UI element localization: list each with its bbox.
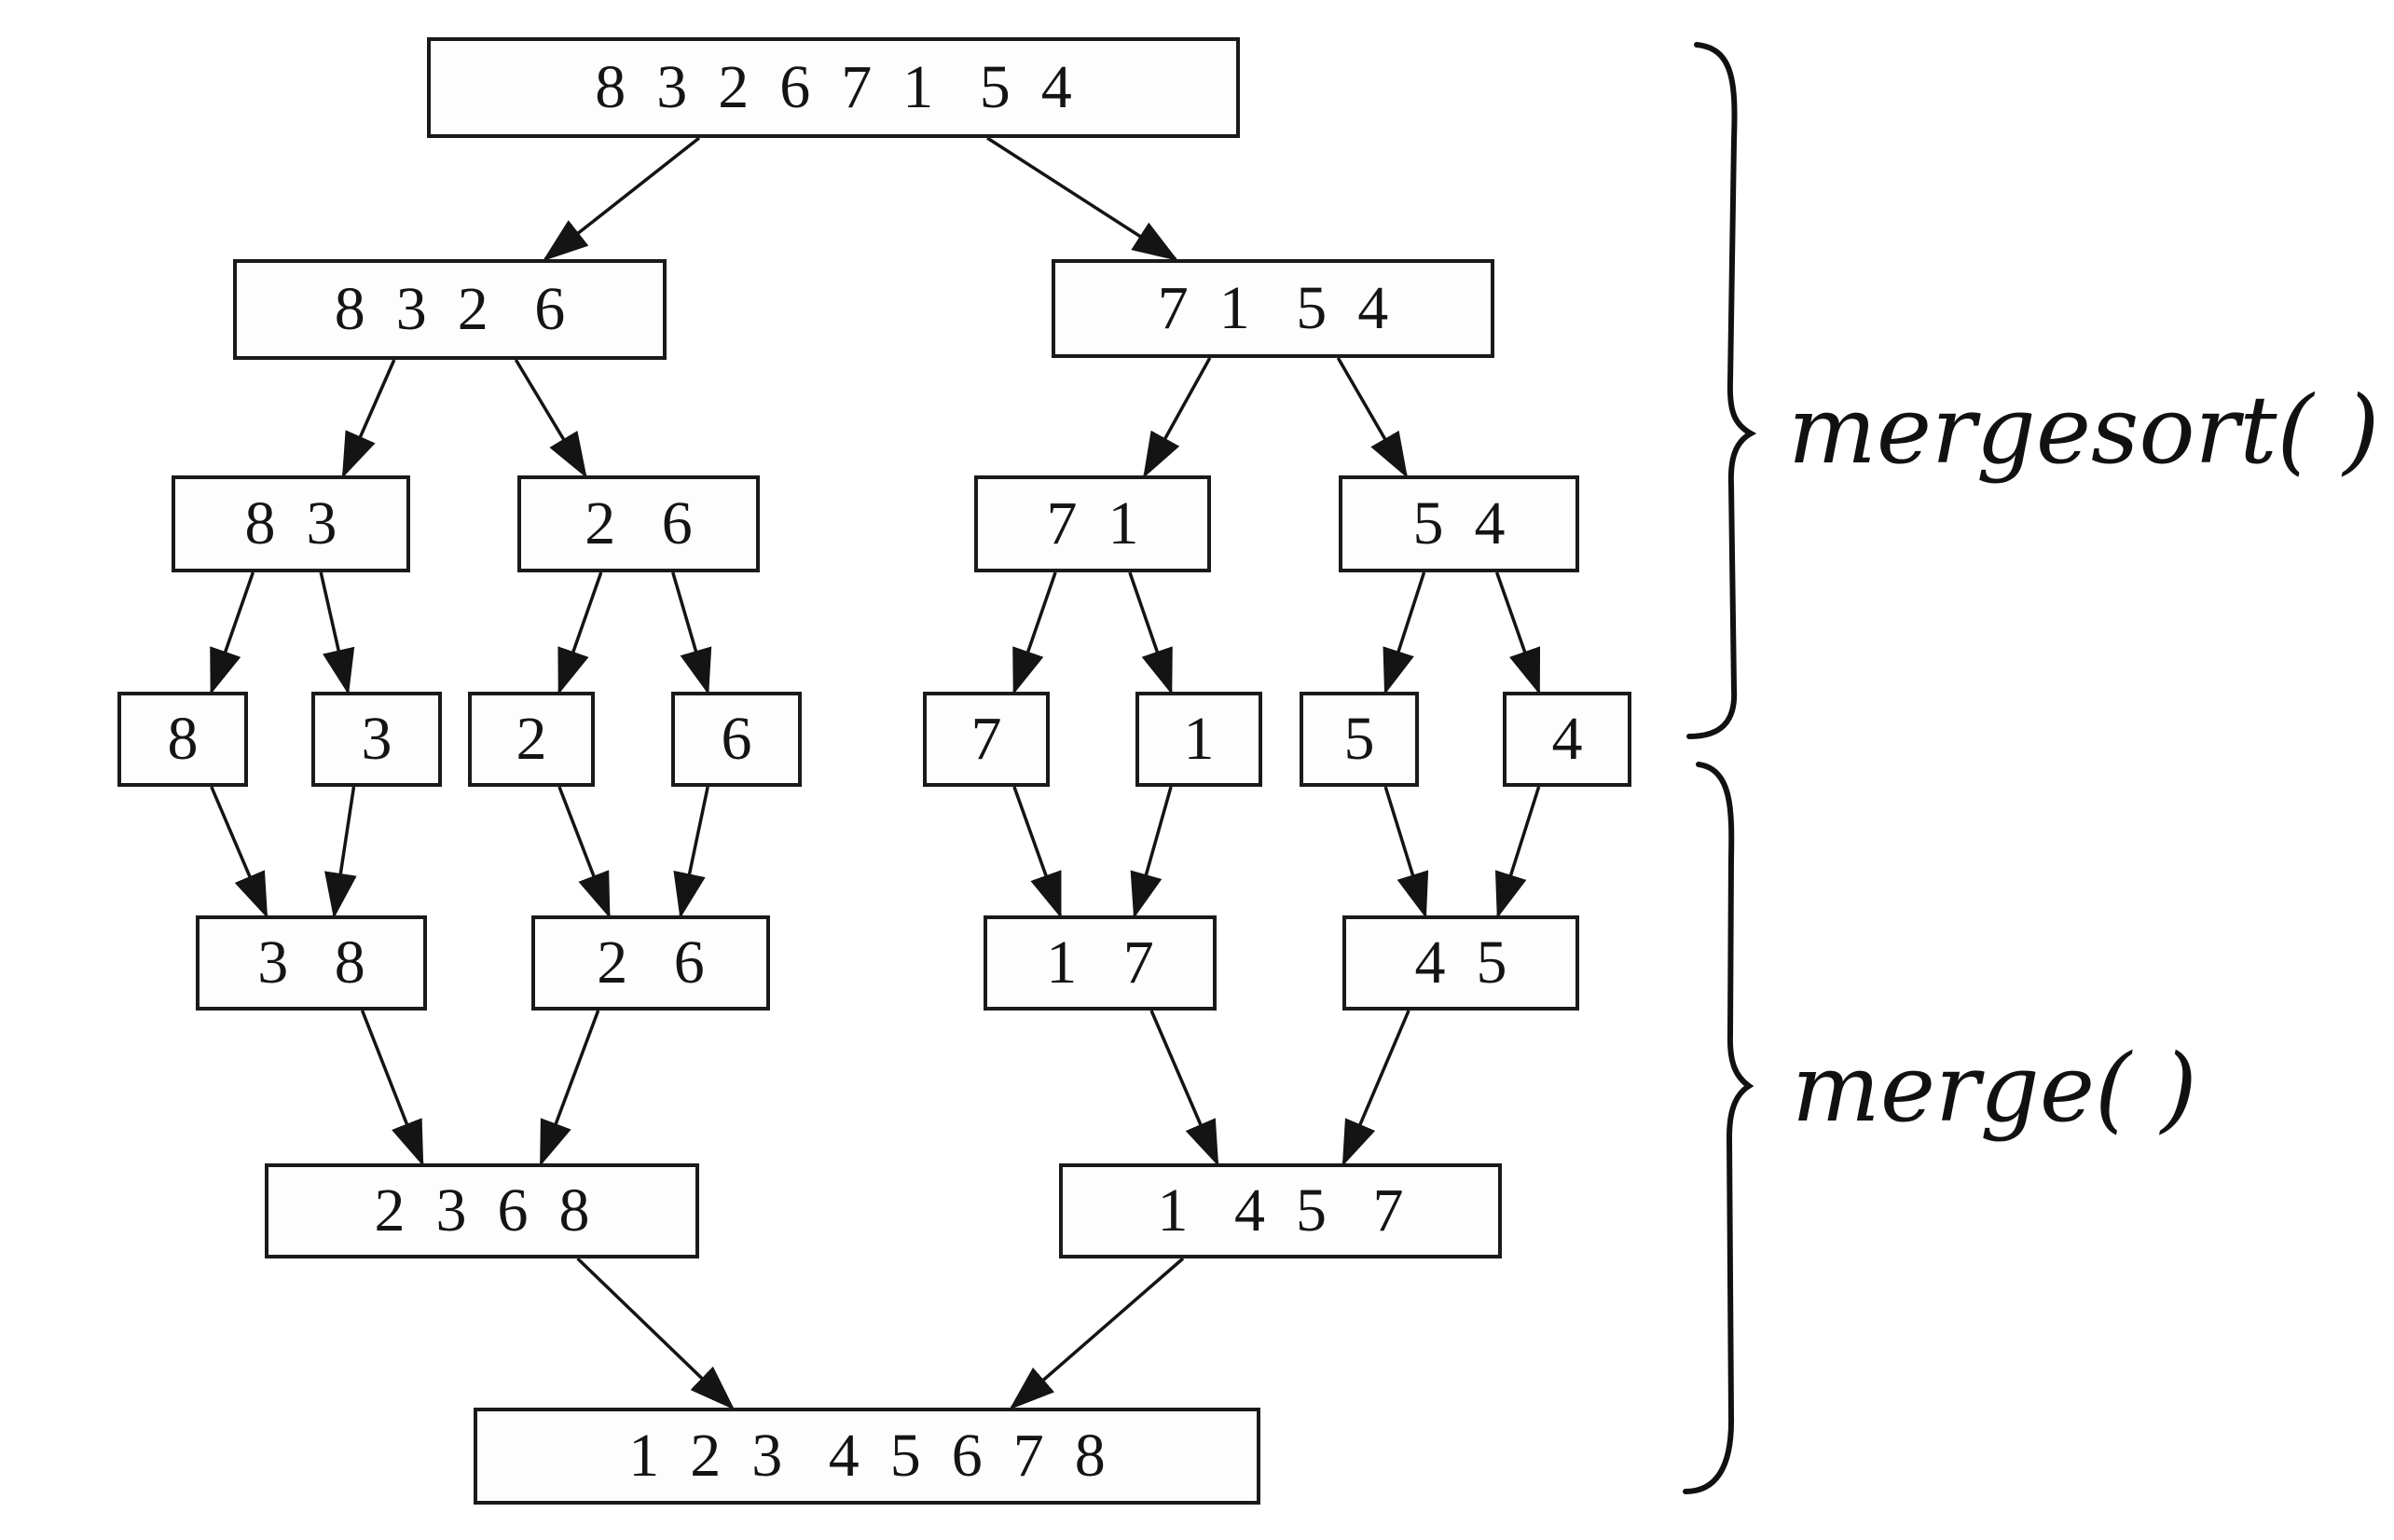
input-array-box: 8 3 2 6 7 1 5 4 — [427, 37, 1240, 138]
single-element-box: 5 — [1300, 692, 1419, 787]
arrow-n5-n11 — [1012, 571, 1057, 695]
split-half-box: 8 3 2 6 — [233, 259, 667, 360]
arrow-n0-n1 — [543, 136, 701, 262]
mergesort-label: mergesort( ) — [1788, 376, 2380, 485]
merged-pair-box: 1 7 — [984, 915, 1217, 1011]
merge-label: merge( ) — [1792, 1034, 2197, 1143]
arrow-n13-n18 — [1383, 786, 1429, 919]
split-quarter-box: 2 6 — [517, 475, 760, 572]
arrow-n3-n7 — [210, 571, 255, 695]
single-element-box: 2 — [468, 692, 595, 787]
sorted-array-box: 1 2 3 4 5 6 7 8 — [474, 1408, 1260, 1505]
arrow-n9-n16 — [557, 786, 611, 919]
arrow-n0-n2 — [986, 136, 1178, 261]
arrow-n8-n15 — [324, 786, 357, 919]
arrow-n1-n3 — [341, 359, 396, 479]
merged-half-box: 2 3 6 8 — [265, 1163, 699, 1258]
arrow-n1-n4 — [514, 359, 587, 479]
arrow-n5-n12 — [1128, 571, 1173, 695]
arrow-n3-n8 — [319, 571, 355, 695]
arrow-n2-n6 — [1336, 357, 1408, 479]
arrow-n19-n21 — [576, 1257, 735, 1410]
single-element-box: 8 — [117, 692, 248, 787]
merged-pair-box: 2 6 — [531, 915, 770, 1011]
single-element-box: 3 — [311, 692, 442, 787]
single-element-box: 7 — [923, 692, 1050, 787]
merge-phase-brace — [1683, 762, 1754, 1494]
arrow-n7-n15 — [210, 786, 268, 919]
single-element-box: 6 — [671, 692, 802, 787]
single-element-box: 4 — [1503, 692, 1631, 787]
merged-half-box: 1 4 5 7 — [1059, 1163, 1502, 1258]
arrow-n18-n20 — [1341, 1010, 1410, 1167]
arrow-n4-n9 — [557, 571, 603, 695]
arrow-n15-n19 — [360, 1010, 424, 1167]
split-quarter-box: 5 4 — [1339, 475, 1579, 572]
arrow-n2-n5 — [1143, 357, 1212, 479]
arrow-n11-n17 — [1012, 786, 1062, 919]
edge-group — [210, 136, 1541, 1410]
arrow-n6-n13 — [1383, 571, 1426, 695]
merged-pair-box: 3 8 — [196, 915, 427, 1011]
arrow-n16-n19 — [539, 1010, 600, 1167]
split-half-box: 7 1 5 4 — [1052, 259, 1494, 358]
arrow-n12-n17 — [1130, 786, 1173, 919]
arrow-n4-n10 — [671, 571, 712, 695]
arrow-n10-n16 — [673, 786, 709, 919]
arrow-n14-n18 — [1494, 786, 1541, 919]
merged-pair-box: 4 5 — [1342, 915, 1579, 1011]
split-phase-brace — [1686, 42, 1757, 739]
split-quarter-box: 7 1 — [974, 475, 1211, 572]
single-element-box: 1 — [1135, 692, 1262, 787]
arrow-n17-n20 — [1149, 1010, 1219, 1167]
split-quarter-box: 8 3 — [172, 475, 410, 572]
arrow-n20-n21 — [1009, 1257, 1185, 1410]
arrow-n6-n14 — [1494, 571, 1541, 695]
